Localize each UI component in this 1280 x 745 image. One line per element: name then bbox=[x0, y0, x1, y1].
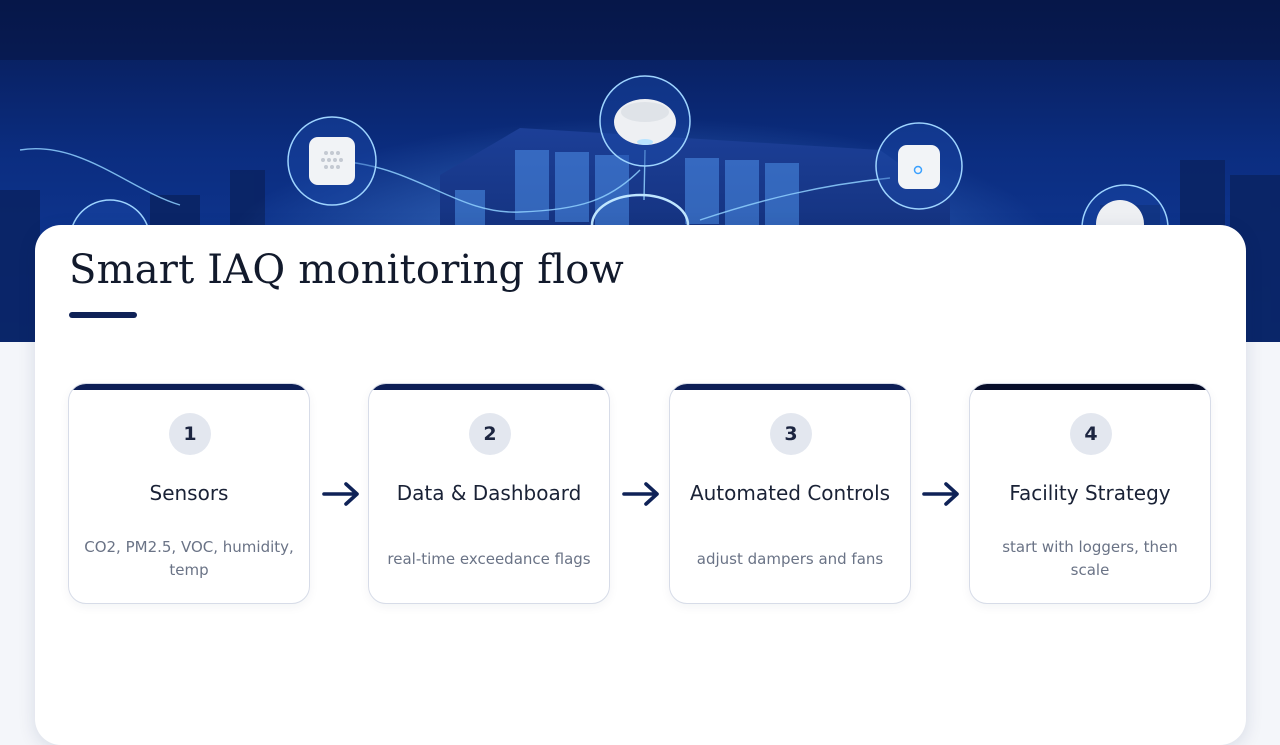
arrow-right-icon bbox=[322, 482, 359, 506]
step-card-facility-strategy: 4 Facility Strategy start with loggers, … bbox=[969, 383, 1211, 604]
step-description: real-time exceedance flags bbox=[387, 549, 591, 568]
step-number-badge: 4 bbox=[1070, 413, 1112, 455]
step-accent-bar bbox=[970, 384, 1210, 390]
content-card: Smart IAQ monitoring flow 1 Sensors CO2,… bbox=[35, 225, 1246, 745]
page-title: Smart IAQ monitoring flow bbox=[69, 247, 624, 293]
step-number-badge: 1 bbox=[169, 413, 211, 455]
step-accent-bar bbox=[369, 384, 609, 390]
step-title: Data & Dashboard bbox=[396, 481, 582, 505]
arrow-right-icon bbox=[922, 482, 959, 506]
arrow-right-icon bbox=[622, 482, 659, 506]
step-card-sensors: 1 Sensors CO2, PM2.5, VOC, humidity, tem… bbox=[68, 383, 310, 604]
step-description: start with loggers, then scale bbox=[1002, 538, 1178, 579]
step-card-data-dashboard: 2 Data & Dashboard real-time exceedance … bbox=[368, 383, 610, 604]
square-air-sensor-icon bbox=[287, 116, 377, 206]
step-number-badge: 2 bbox=[469, 413, 511, 455]
step-title: Sensors bbox=[149, 481, 229, 505]
step-title: Facility Strategy bbox=[1009, 481, 1171, 505]
round-smoke-detector-icon bbox=[599, 75, 691, 167]
title-underline bbox=[69, 312, 137, 318]
step-description: adjust dampers and fans bbox=[696, 549, 884, 568]
step-number-badge: 3 bbox=[770, 413, 812, 455]
step-title: Automated Controls bbox=[689, 481, 891, 505]
step-description: CO2, PM2.5, VOC, humidity, temp bbox=[84, 538, 294, 579]
step-card-automated-controls: 3 Automated Controls adjust dampers and … bbox=[669, 383, 911, 604]
step-accent-bar bbox=[670, 384, 910, 390]
compact-sensor-icon bbox=[875, 122, 963, 210]
step-accent-bar bbox=[69, 384, 309, 390]
